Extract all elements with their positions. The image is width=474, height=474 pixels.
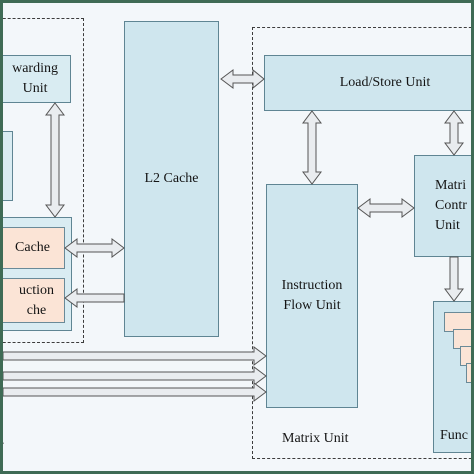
connection-arrows — [3, 68, 464, 402]
loadstore-instrflow-arrow — [302, 110, 322, 185]
instruction-cache-block: uction che — [3, 278, 65, 323]
matrix-unit-label: Matrix Unit — [282, 431, 349, 446]
functional-lane-4 — [466, 363, 471, 383]
l2-loadstore-arrow — [220, 68, 265, 90]
left-core-frame — [3, 18, 84, 343]
corner-mark: . — [1, 433, 5, 448]
left-unit-block — [3, 131, 13, 201]
core-instrflow-arrow-2 — [3, 366, 267, 386]
matrix-unit-frame — [252, 27, 471, 459]
matrixcontrol-functional-arrow — [444, 256, 464, 302]
datacache-l2-arrow — [64, 238, 125, 258]
core-instrflow-arrow-1 — [3, 346, 267, 366]
core-instrflow-arrow-3 — [3, 382, 267, 402]
loadstore-matrixcontrol-arrow — [444, 110, 464, 156]
l2-cache-block: L2 Cache — [124, 21, 219, 337]
functional-lane-3 — [460, 346, 471, 366]
instrflow-matrixcontrol-arrow — [357, 198, 415, 218]
forwarding-unit-block: warding Unit — [3, 55, 71, 103]
matrix-control-unit-block: Matri Contr Unit — [414, 155, 471, 257]
instruction-flow-unit-block: Instruction Flow Unit — [266, 184, 358, 408]
instrcache-l2-arrow — [64, 288, 125, 308]
forwarding-cache-arrow — [45, 102, 65, 218]
load-store-unit-block: Load/Store Unit — [264, 55, 471, 111]
